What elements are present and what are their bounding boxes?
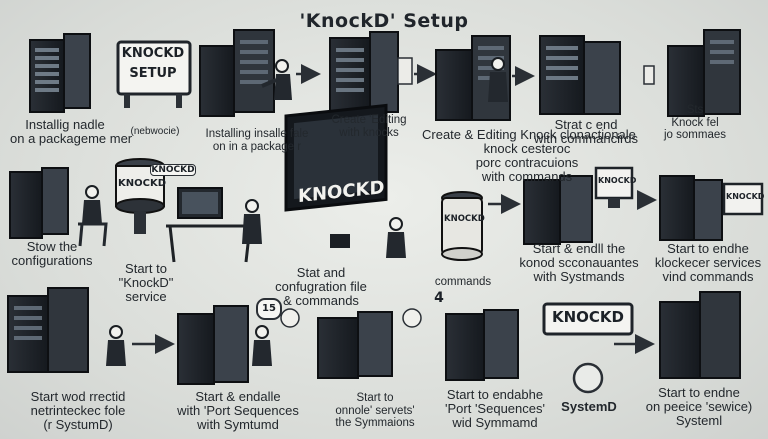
small-monitor-icon: [594, 166, 634, 208]
setup-sign: KNOCKD SETUP: [120, 44, 186, 90]
server-rack-icon: [445, 309, 519, 381]
server-rack-icon: [667, 29, 741, 117]
person-at-desk-icon: [78, 185, 108, 247]
large-monitor-icon: [284, 103, 388, 248]
person-icon: [106, 325, 126, 366]
jar-icon: [441, 191, 483, 261]
server-rack-icon: [7, 287, 89, 373]
server-rack-icon: [659, 175, 723, 241]
server-rack-icon: [199, 29, 275, 117]
person-icon: [488, 57, 508, 102]
step-label: Start to endabhe'Port 'Sequences'wid Sym…: [445, 387, 545, 430]
server-rack-icon: [29, 33, 91, 113]
person-icon: [386, 217, 406, 258]
server-rack-icon: [9, 167, 69, 239]
jar-label: KNOCKD: [444, 214, 485, 224]
sign-line-2: SETUP: [129, 66, 177, 81]
cylinder-label: KNOCKD: [118, 178, 167, 189]
step-number: 4: [434, 290, 444, 306]
server-rack-icon: [659, 291, 741, 379]
server-rack-icon: [177, 305, 249, 385]
desk-workstation-icon: [166, 187, 252, 263]
step-badge: 15: [256, 298, 282, 320]
server-rack-icon: [317, 311, 393, 379]
server-rack-icon: [329, 31, 399, 115]
sign-board-icon: [116, 40, 192, 108]
systemd-icon: [572, 362, 604, 394]
server-rack-icon: [539, 35, 621, 115]
systemd-label: SystemD: [561, 399, 617, 414]
file-icon: [397, 57, 413, 85]
gear-icon: [280, 308, 300, 328]
person-icon: [261, 59, 292, 100]
person-icon: [252, 325, 272, 366]
diagram-title: 'KnockD' Setup: [299, 10, 469, 32]
monitor-label: KNOCKD: [150, 164, 196, 176]
server-rack-icon: [523, 175, 593, 245]
small-monitor-icon: [722, 182, 764, 216]
check-icon: [402, 308, 422, 328]
step-label: commands: [434, 276, 492, 288]
person-icon: [242, 199, 262, 244]
knockd-sign: KNOCKD: [551, 308, 624, 326]
monitor-label: KNOCKD: [726, 192, 765, 201]
step-label-note: (nebwocie): [130, 126, 180, 137]
sign-board-icon: [542, 302, 634, 336]
file-icon: [643, 65, 655, 85]
sign-line-1: KNOCKD: [121, 46, 185, 61]
monitor-label: KNOCKD: [598, 176, 637, 185]
step-label: Start to"KnockD"service: [118, 261, 174, 304]
